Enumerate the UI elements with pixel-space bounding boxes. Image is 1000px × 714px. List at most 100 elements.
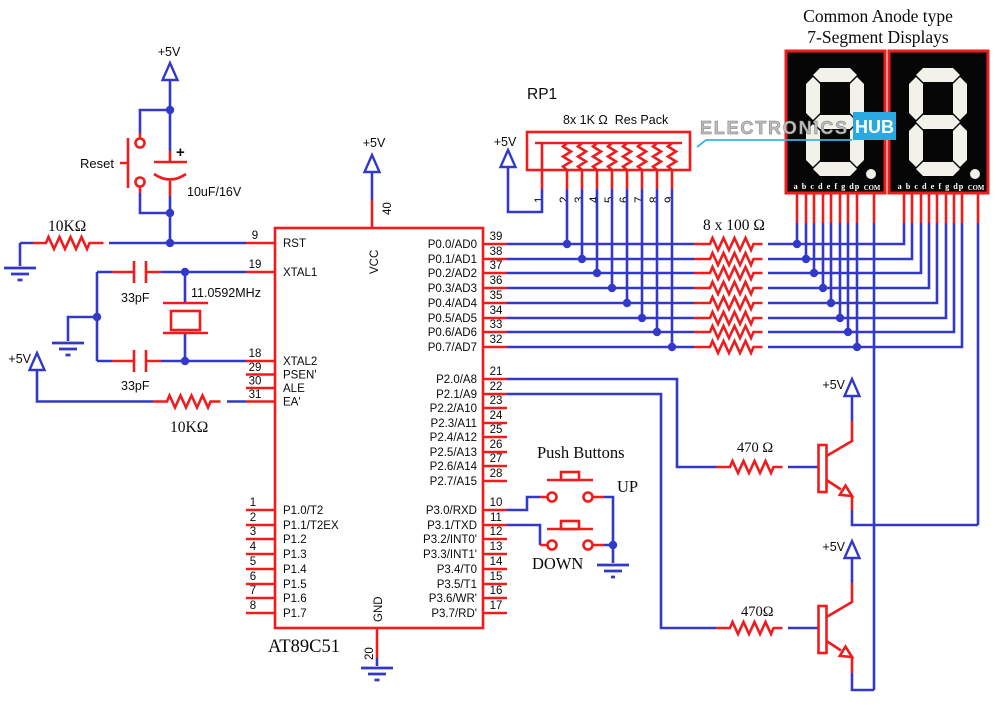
- crystal-value: 11.0592MHz: [191, 286, 261, 300]
- pin-name: P1.5: [283, 579, 307, 591]
- resistor-470-1: [716, 457, 783, 477]
- pin-number: 18: [249, 348, 262, 360]
- junction-dot: [165, 105, 175, 115]
- pin-name: P0.4/AD4: [428, 298, 478, 310]
- pin-number: 28: [490, 468, 503, 480]
- pin-number: 38: [490, 246, 503, 258]
- plus5v-arrow-icon: [160, 60, 180, 82]
- display1-pin-wires: [795, 223, 859, 347]
- pin-number: 10: [490, 497, 503, 509]
- resistor-10k-rst: [33, 233, 104, 253]
- resistor-100ohm: [694, 337, 763, 357]
- pin-number: 23: [490, 395, 503, 407]
- pin-number: 29: [249, 362, 262, 374]
- pin-name: P1.3: [283, 549, 307, 561]
- pin-name-vcc: VCC: [369, 250, 381, 274]
- wire-segment: [507, 377, 978, 527]
- rp1-bus: [535, 141, 682, 170]
- capacitor-value: 10uF/16V: [187, 185, 242, 199]
- pin-number: 4: [250, 541, 257, 553]
- pin-number: 34: [490, 305, 503, 317]
- pin-name: P3.5/T1: [437, 579, 477, 591]
- junction-dot: [818, 283, 828, 293]
- pin-number: 25: [490, 424, 503, 436]
- wire-segment: [507, 495, 615, 563]
- rp1-pin-number: 4: [589, 196, 601, 203]
- crystal-plates: [163, 301, 208, 335]
- plus5v-arrow-icon: [27, 350, 47, 372]
- pin-name: P3.0/RXD: [426, 505, 477, 517]
- driver-transistor-1: 470 Ω +5V: [507, 376, 978, 527]
- pin-name: P2.4/A12: [430, 432, 477, 444]
- junction-dot: [792, 239, 802, 249]
- junction-dot: [165, 208, 175, 218]
- pin-number: 35: [490, 290, 503, 302]
- wire-segment: [506, 167, 544, 214]
- pin-number: 17: [490, 600, 503, 612]
- pin-number: 37: [490, 260, 503, 272]
- junction-dot: [826, 298, 836, 308]
- supply-label: +5V: [494, 135, 517, 149]
- capacitor-value: 33pF: [121, 291, 150, 305]
- com-wires: [872, 223, 980, 690]
- rp1-pin-number: 3: [574, 197, 586, 203]
- emitter-arrow-icon: [837, 644, 855, 659]
- resistor-100ohm: [694, 293, 763, 313]
- ea-pullup-circuit: +5V 10KΩ: [8, 350, 246, 436]
- display-2-com-label: COM: [968, 185, 985, 192]
- rp1-resistor-pack: RP1 8x 1K Ω Res Pack 1 2 3 4 5 6 7 8 9 +…: [494, 86, 692, 352]
- pin-number: 12: [490, 526, 503, 538]
- junction-dot: [92, 312, 102, 322]
- pin-number: 3: [250, 526, 256, 538]
- rp1-pin-number: 9: [664, 197, 676, 203]
- junction-dot: [843, 327, 853, 337]
- rp1-pin-wires: [565, 189, 674, 347]
- junction-dot: [835, 313, 845, 323]
- pin-number: 21: [490, 366, 503, 378]
- crystal-body: [169, 309, 202, 332]
- transistor-emitter: [825, 639, 854, 673]
- plus5v-arrow-icon: [362, 152, 382, 174]
- junction-dot: [180, 356, 190, 366]
- resistor-value: 470 Ω: [737, 440, 773, 456]
- pin-number: 15: [490, 571, 503, 583]
- button-plunger: [559, 470, 581, 482]
- rp1-pin-number: 2: [559, 197, 571, 203]
- pin-name: P1.4: [283, 564, 307, 576]
- resistor-100ohm: [694, 263, 763, 283]
- pin-name: EA': [283, 397, 301, 409]
- junction-dot: [608, 540, 618, 550]
- button-contact: [582, 539, 594, 551]
- pin-name: P1.1/T2EX: [283, 520, 339, 532]
- driver-transistor-2: 470Ω +5V: [507, 392, 874, 692]
- display-1-dp-dot: [866, 169, 876, 179]
- display-title-line2: 7-Segment Displays: [807, 27, 949, 47]
- pin-number: 9: [252, 230, 258, 242]
- pin-name: P0.3/AD3: [428, 283, 477, 295]
- plus5v-arrow-icon: [498, 147, 518, 169]
- pin-number: 26: [490, 439, 503, 451]
- pin-name: P2.1/A9: [436, 389, 477, 401]
- pin-number: 13: [490, 541, 503, 553]
- plus5v-arrow-icon: [842, 538, 862, 560]
- resistor-100ohm: [694, 234, 763, 254]
- display-2-dp-dot: [970, 169, 980, 179]
- resistor-100ohm: [694, 308, 763, 328]
- ground-icon: [361, 666, 393, 682]
- pin-name: P0.5/AD5: [428, 313, 477, 325]
- button-caps: [540, 478, 604, 547]
- pin-number: 31: [249, 389, 262, 401]
- display-1-pin-stubs: [795, 193, 876, 223]
- pin-name: P2.6/A14: [430, 461, 478, 473]
- wire-segment: [370, 173, 379, 666]
- pin-number: 24: [490, 410, 503, 422]
- pin-name: P3.1/TXD: [427, 520, 477, 532]
- rp1-body: [525, 130, 692, 172]
- pin-number: 16: [490, 585, 503, 597]
- display-1-com-label: COM: [864, 185, 881, 192]
- rp1-pin-number: 8: [649, 197, 661, 203]
- resistor-array-label: 8 x 100 Ω: [703, 217, 765, 234]
- junction-dot: [801, 254, 811, 264]
- push-buttons-title: Push Buttons: [537, 443, 625, 462]
- pin-name: PSEN': [283, 370, 317, 382]
